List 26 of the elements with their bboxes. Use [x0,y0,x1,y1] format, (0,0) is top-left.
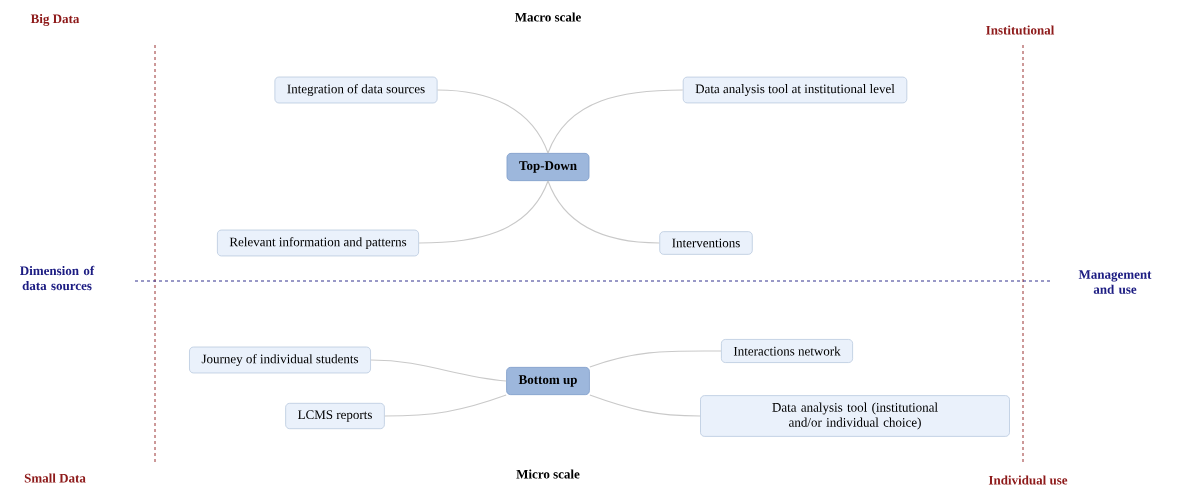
connector-curve [384,394,507,417]
axis-label: Big Data [30,14,80,26]
topic-box: Bottom up [506,366,590,396]
axis-label: Small Data [24,473,86,483]
subtopic-box: Relevant information and patterns [217,229,420,257]
connector-curve [418,180,549,244]
subtopic-box: Journey of individual students [189,346,371,374]
connector-curve [589,350,722,368]
connector-curve [370,359,507,382]
axis-label: Macro scale [514,12,581,22]
axis-label: Dimension of data sources [20,265,95,291]
subtopic-box: Interventions [659,231,753,255]
subtopic-box: Integration of data sources [274,76,438,104]
subtopic-box: Interactions network [721,339,853,363]
connector-curve [547,89,684,154]
topic-box: Top-Down [506,152,590,182]
subtopic-box: LCMS reports [285,402,385,430]
subtopic-box: Data analysis tool at institutional level [682,76,908,104]
axis-label: Micro scale [516,469,580,479]
connector-curve [589,394,701,417]
axis-label: Individual use [988,475,1068,485]
subtopic-box: Data analysis tool (institutional and/or individual choice) [700,395,1010,437]
axis-label: Institutional [986,25,1055,35]
connector-curve [547,180,660,244]
connector-curve [436,89,549,154]
axis-label: Management and use [1078,270,1152,294]
